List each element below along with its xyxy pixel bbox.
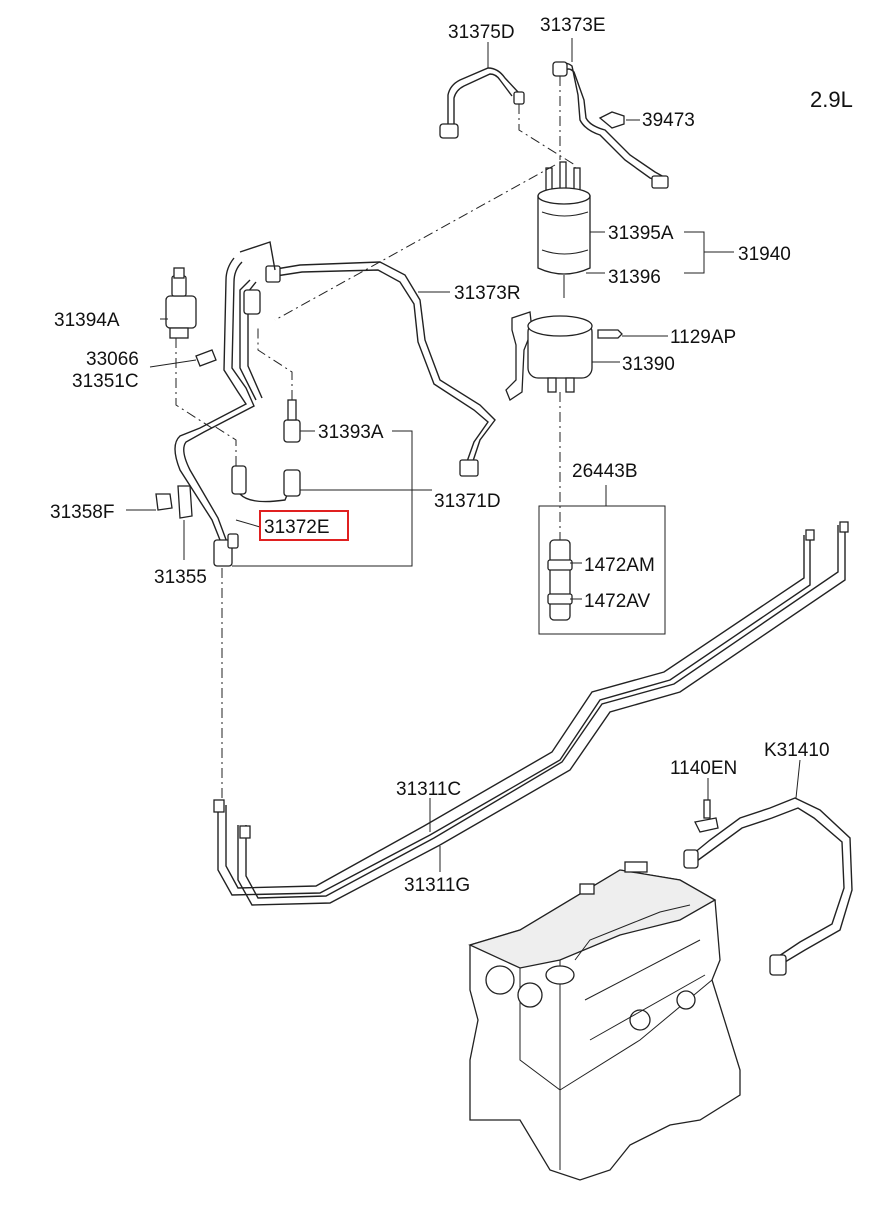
fuel-hose-31373E bbox=[552, 61, 669, 189]
label-31372E[interactable]: 31372E bbox=[264, 517, 330, 538]
label-31373R[interactable]: 31373R bbox=[454, 283, 521, 304]
label-31355[interactable]: 31355 bbox=[154, 567, 207, 588]
label-31394A[interactable]: 31394A bbox=[54, 310, 120, 331]
label-1129AP[interactable]: 1129AP bbox=[670, 327, 736, 348]
detail-box-26443B bbox=[538, 505, 666, 635]
highlight-box bbox=[259, 510, 349, 541]
label-31351C[interactable]: 31351C bbox=[72, 371, 139, 392]
label-31396[interactable]: 31396 bbox=[608, 267, 661, 288]
label-31311C[interactable]: 31311C bbox=[396, 779, 461, 800]
hose-K31410 bbox=[683, 797, 853, 976]
fuel-tubes-left bbox=[174, 241, 301, 567]
label-31371D[interactable]: 31371D bbox=[434, 491, 501, 512]
label-31373E[interactable]: 31373E bbox=[540, 15, 606, 36]
label-1472AM[interactable]: 1472AM bbox=[584, 555, 655, 576]
label-31311G[interactable]: 31311G bbox=[404, 875, 470, 896]
label-31940[interactable]: 31940 bbox=[738, 244, 791, 265]
clamp-31358F bbox=[155, 485, 193, 560]
clip-39473 bbox=[598, 111, 640, 129]
engine-block bbox=[468, 861, 741, 1181]
valve-31394A bbox=[165, 267, 216, 431]
label-31390[interactable]: 31390 bbox=[622, 354, 675, 375]
filter-bracket-31390 bbox=[505, 311, 623, 401]
leader-dash-filter bbox=[274, 164, 556, 321]
sensor-31393A bbox=[213, 325, 301, 466]
engine-label: 2.9L bbox=[810, 87, 853, 112]
label-31395A[interactable]: 31395A bbox=[608, 223, 674, 244]
label-K31410[interactable]: K31410 bbox=[764, 740, 830, 761]
fuel-tubes-main bbox=[213, 521, 849, 906]
label-33066[interactable]: 33066 bbox=[86, 349, 139, 370]
label-31358F[interactable]: 31358F bbox=[50, 502, 114, 523]
label-1140EN[interactable]: 1140EN bbox=[670, 758, 737, 779]
label-1472AV[interactable]: 1472AV bbox=[584, 591, 651, 612]
hose-26443B bbox=[547, 392, 573, 621]
label-31393A[interactable]: 31393A bbox=[318, 422, 384, 443]
fuel-line-31373R bbox=[265, 261, 496, 477]
label-39473[interactable]: 39473 bbox=[642, 110, 695, 131]
leader-lines bbox=[126, 38, 801, 872]
label-31375D[interactable]: 31375D bbox=[448, 22, 515, 43]
clip-33066 bbox=[195, 349, 217, 367]
label-26443B[interactable]: 26443B bbox=[572, 461, 638, 482]
fuel-filter-31395A bbox=[537, 161, 591, 298]
fuel-hose-31375D bbox=[439, 67, 576, 185]
